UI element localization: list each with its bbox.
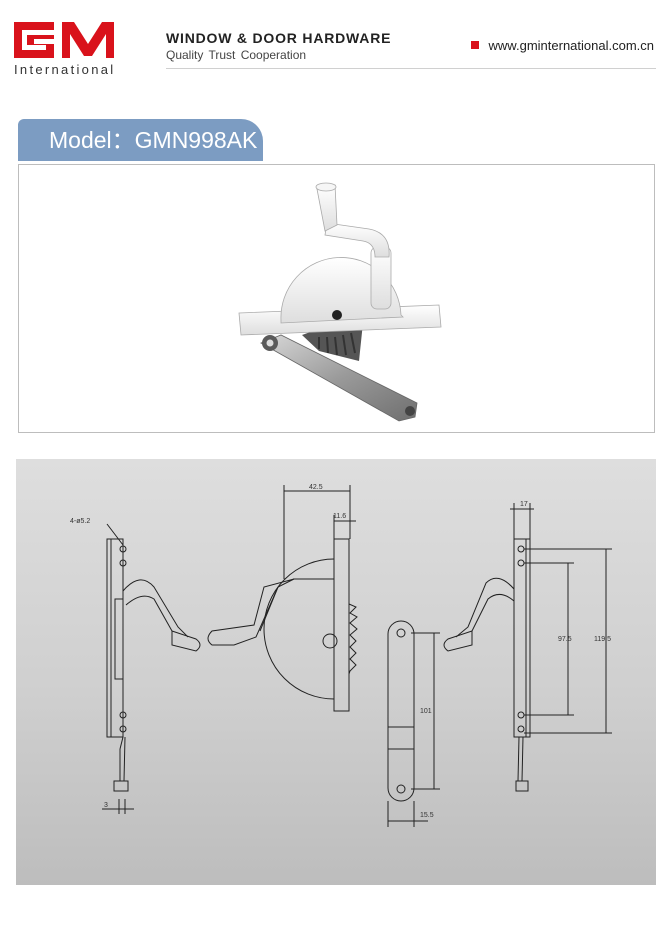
gm-logo: International bbox=[14, 22, 124, 78]
brand-tagline: Quality Trust Cooperation bbox=[166, 48, 307, 62]
technical-drawing: 4-ø5.2 42.5 11.6 17 97.5 119.5 101 15.5 … bbox=[16, 459, 656, 885]
dim-42-5: 42.5 bbox=[309, 484, 323, 491]
model-label-tab: Model：GMN998AK bbox=[18, 119, 263, 161]
website-link[interactable]: www.gminternational.com.cn bbox=[470, 38, 654, 53]
logo-text: International bbox=[14, 62, 116, 77]
dim-17: 17 bbox=[520, 501, 528, 508]
brand-block: WINDOW & DOOR HARDWARE Quality Trust Coo… bbox=[166, 30, 391, 62]
product-photo-frame bbox=[18, 164, 655, 433]
dim-11-6: 11.6 bbox=[333, 513, 346, 520]
model-label: Model：GMN998AK bbox=[49, 127, 258, 153]
dim-3: 3 bbox=[104, 802, 108, 809]
technical-drawing-svg: 4-ø5.2 42.5 11.6 17 97.5 119.5 101 15.5 … bbox=[70, 484, 612, 827]
dim-holes: 4-ø5.2 bbox=[70, 518, 90, 525]
red-square-icon bbox=[470, 41, 479, 49]
dim-101: 101 bbox=[420, 708, 432, 715]
dim-119-5: 119.5 bbox=[594, 636, 611, 643]
brand-title: WINDOW & DOOR HARDWARE bbox=[166, 30, 392, 46]
gm-logo-mark bbox=[14, 22, 114, 58]
dim-97-5: 97.5 bbox=[558, 636, 572, 643]
dim-15-5: 15.5 bbox=[420, 812, 434, 819]
website-text: www.gminternational.com.cn bbox=[488, 38, 654, 53]
product-photo bbox=[238, 182, 442, 422]
header-divider bbox=[166, 68, 656, 69]
